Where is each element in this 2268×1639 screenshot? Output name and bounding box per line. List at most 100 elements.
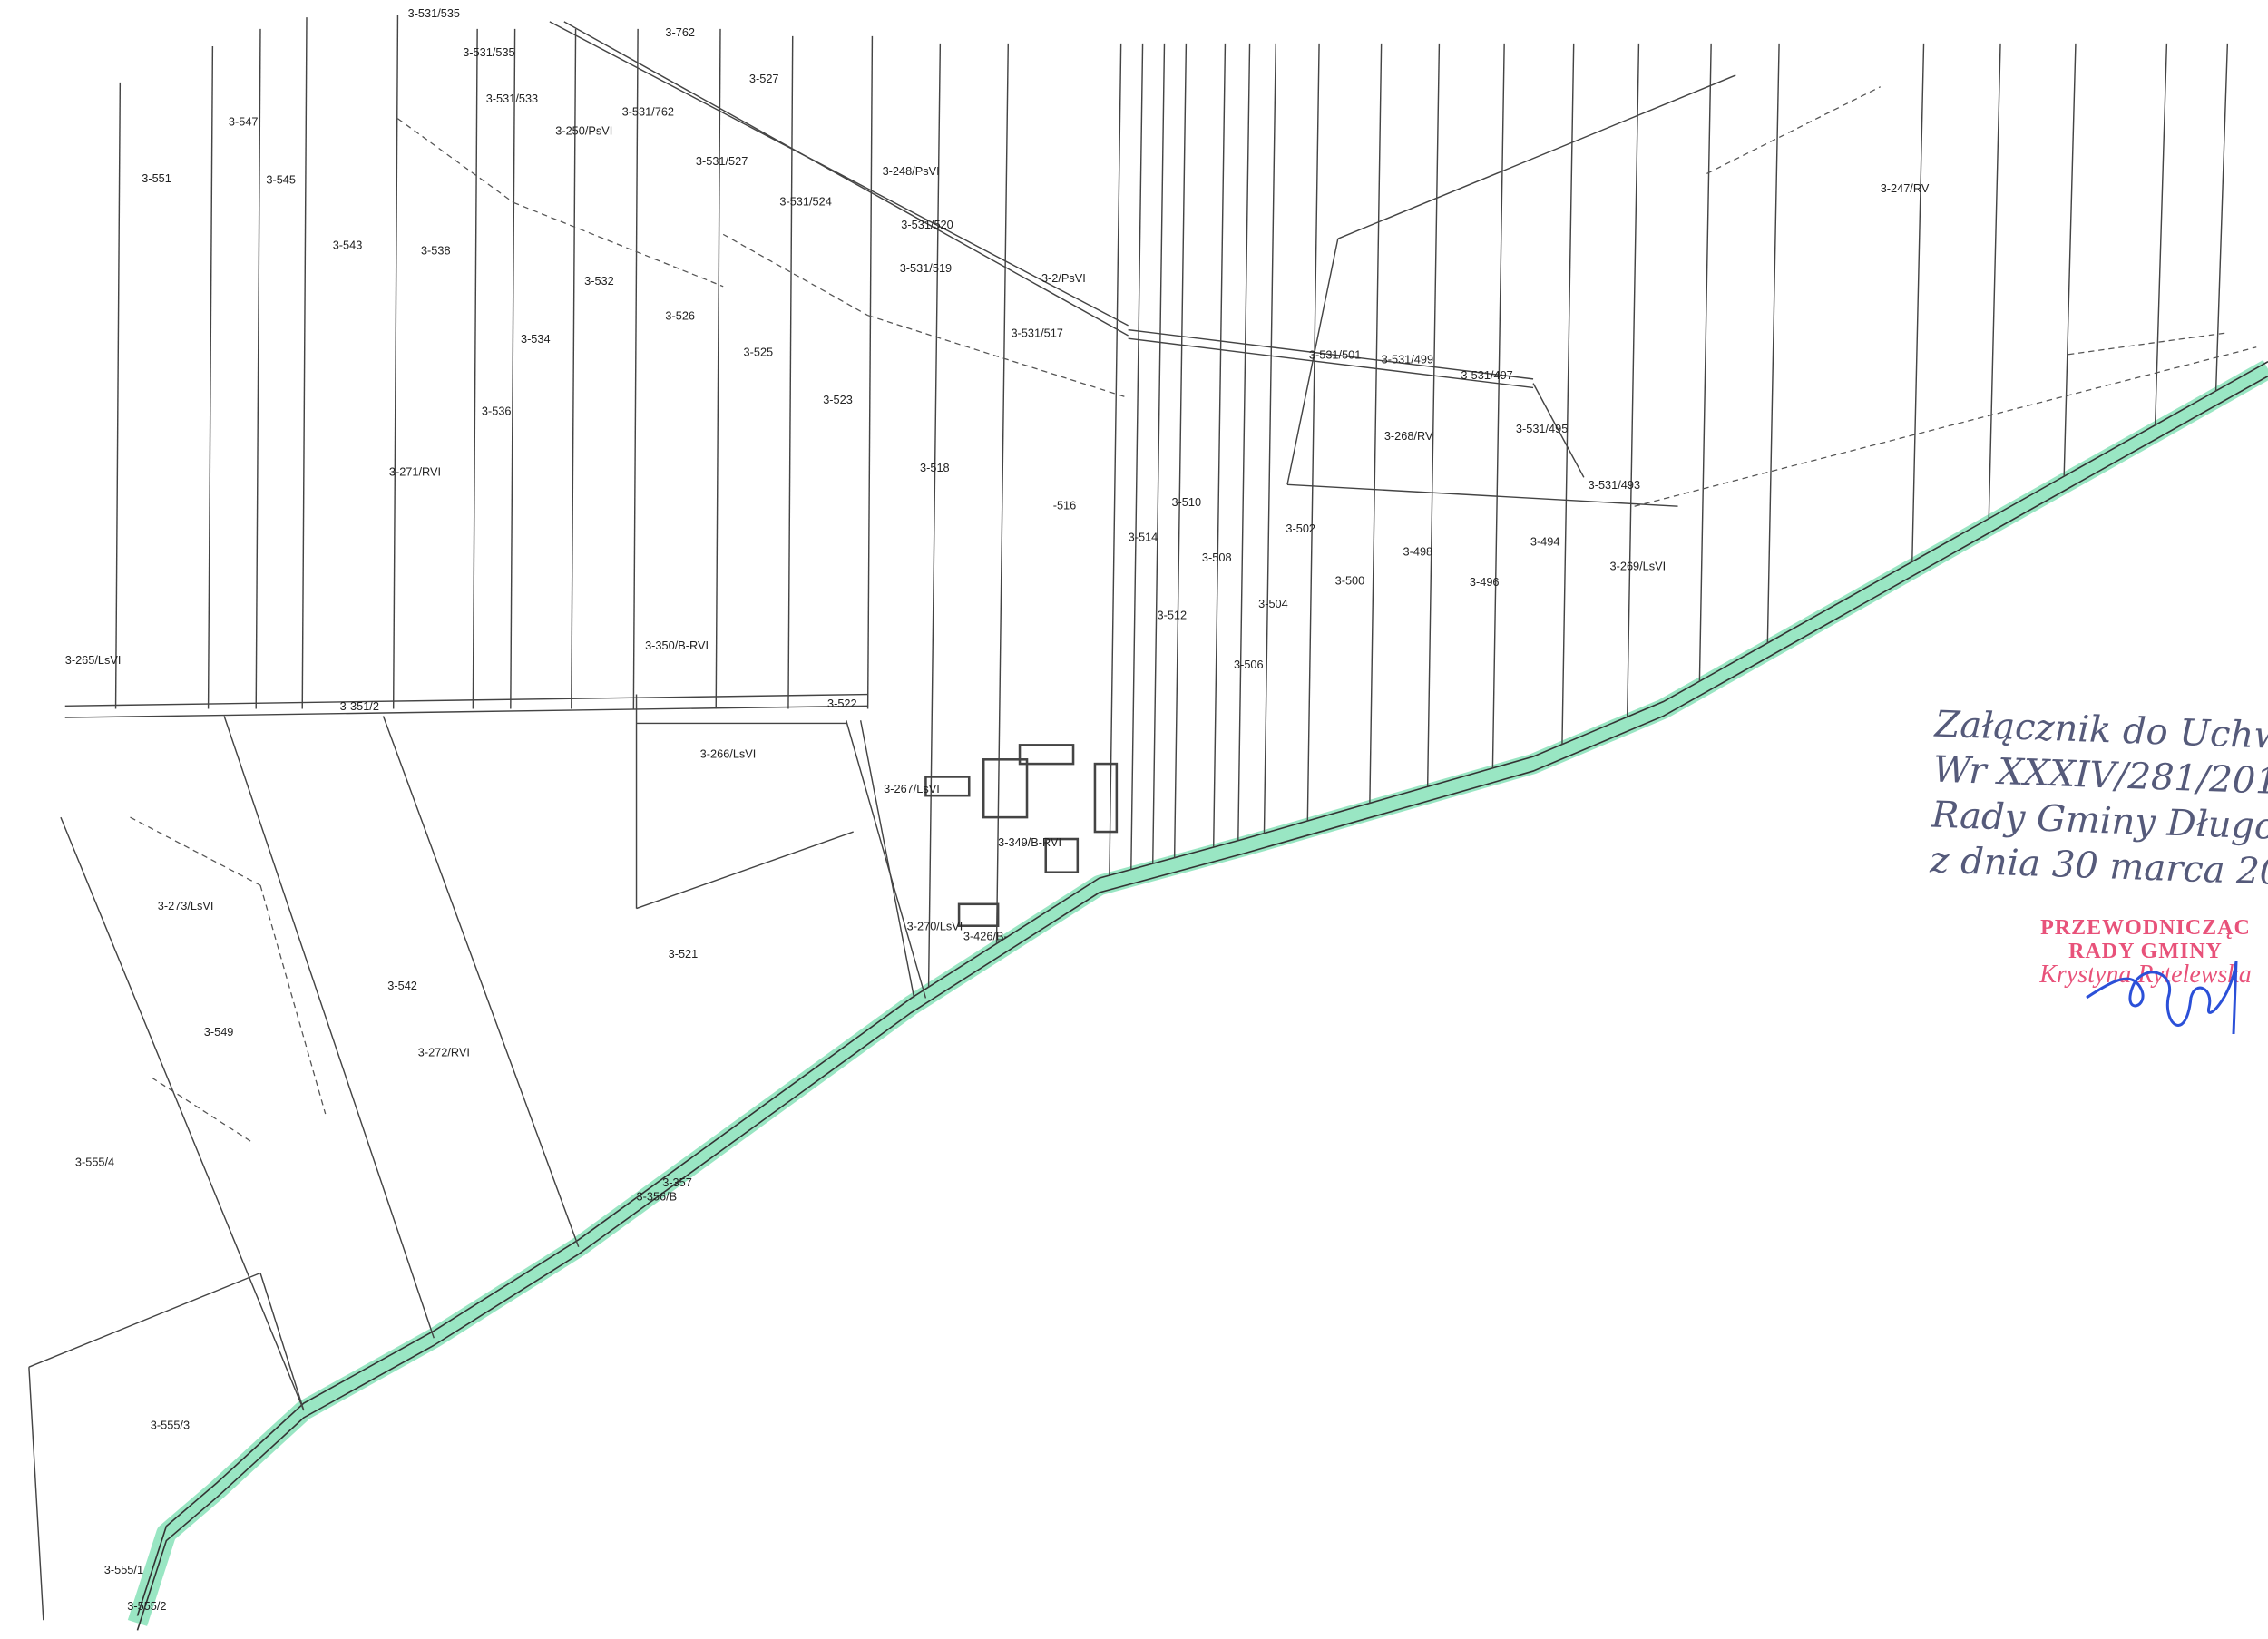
road-edge <box>1128 328 1534 380</box>
parcel-label: 3-267/LsVI <box>884 782 940 795</box>
road-edge-upper <box>136 361 2268 1616</box>
parcel-label: 3-506 <box>1234 658 1264 671</box>
parcel-label: 3-357 <box>662 1176 692 1189</box>
parcel-label: 3-545 <box>266 173 296 187</box>
parcel-label: 3-426/B- <box>963 930 1008 943</box>
road-edge <box>64 705 868 718</box>
parcel-label: 3-762 <box>665 25 695 39</box>
dashed-line <box>1706 86 1881 174</box>
parcel-label: 3-542 <box>387 979 417 992</box>
parcel-label: 3-531/497 <box>1461 368 1512 382</box>
building-outline <box>1044 837 1080 873</box>
parcel-label: 3-250/PsVI <box>555 123 612 137</box>
road-edge <box>563 21 1129 337</box>
parcel-label: 3-350/B-RVI <box>645 639 709 652</box>
stamp-title: PRZEWODNICZĄC <box>2040 916 2251 940</box>
parcel-label: 3-531/535 <box>463 45 514 59</box>
parcel-line <box>472 28 478 709</box>
parcel-line <box>1237 43 1251 841</box>
signature <box>2086 961 2238 1035</box>
parcel-line <box>866 35 874 709</box>
dashed-line <box>867 315 1129 399</box>
boundary-line <box>1286 483 1678 507</box>
parcel-label: 3-265/LsVI <box>65 653 122 667</box>
parcel-label: 3-268/RV <box>1384 429 1433 443</box>
parcel-label: 3-273/LsVI <box>158 899 214 912</box>
parcel-line <box>1491 43 1505 768</box>
parcel-line <box>1911 43 1925 562</box>
parcel-line <box>255 28 261 709</box>
parcel-line <box>1263 43 1276 834</box>
parcel-label: 3-508 <box>1202 551 1232 564</box>
parcel-label: 3-356/B <box>637 1190 678 1204</box>
boundary-line <box>636 831 854 910</box>
boundary-highlight-strip <box>127 359 2268 1626</box>
parcel-line <box>1173 43 1188 858</box>
parcel-label: 3-512 <box>1158 609 1188 622</box>
parcel-label: 3-531/495 <box>1516 422 1568 435</box>
dashed-line <box>130 816 261 886</box>
parcel-line <box>995 43 1010 944</box>
parcel-label: 3-531/520 <box>901 218 953 231</box>
building-outline <box>957 902 1000 927</box>
road-edge <box>1128 337 1534 389</box>
parcel-label: 3-527 <box>749 72 779 85</box>
parcel-label: 3-531/501 <box>1309 348 1361 362</box>
parcel-label: 3-531/499 <box>1382 352 1433 366</box>
building-outline <box>1093 762 1119 834</box>
dashed-boundaries <box>130 86 2257 1144</box>
road-edge <box>549 21 1129 327</box>
parcel-label: 3-514 <box>1129 530 1158 543</box>
parcel-line <box>571 28 577 709</box>
boundary-line <box>28 1367 44 1621</box>
parcel-line <box>2063 43 2077 477</box>
building-outline <box>982 758 1029 819</box>
parcel-label: 3-496 <box>1470 575 1500 589</box>
parcel-line <box>715 28 721 709</box>
parcel-label: 3-531/493 <box>1589 478 1640 492</box>
parcel-line <box>392 14 399 709</box>
handwritten-annotation: Załącznik do Uchwa Wr XXXIV/281/2010 Rad… <box>1930 702 2268 895</box>
parcel-label: 3-555/1 <box>104 1563 143 1576</box>
parcel-label: 3-531/517 <box>1011 327 1062 340</box>
parcel-label: 3-531/533 <box>486 92 538 105</box>
parcel-line <box>1698 43 1712 682</box>
road-edge <box>1532 383 1585 478</box>
parcel-label: 3-531/762 <box>622 105 674 119</box>
parcel-line <box>927 43 942 988</box>
parcel-label: 3-547 <box>229 115 259 129</box>
parcel-line <box>1212 43 1227 848</box>
parcel-line <box>2154 43 2168 425</box>
boundary-line <box>846 720 927 999</box>
parcel-line <box>632 28 639 709</box>
parcel-label: 3-494 <box>1530 534 1560 548</box>
parcel-line <box>1152 43 1166 864</box>
parcel-label: 3-522 <box>827 697 857 710</box>
parcel-line <box>114 82 122 709</box>
parcel-label: 3-555/4 <box>75 1155 114 1168</box>
parcel-label: 3-536 <box>482 405 512 418</box>
road-edge-lower <box>136 375 2268 1631</box>
parcel-line <box>2214 43 2229 392</box>
road-edge <box>64 693 868 707</box>
parcel-label: 3-538 <box>421 244 451 258</box>
boundary-line <box>859 720 915 999</box>
boundary-line <box>382 716 580 1248</box>
parcel-label: 3-534 <box>521 332 551 346</box>
parcel-label: 3-518 <box>920 461 950 474</box>
boundary-line <box>1337 74 1736 239</box>
parcel-label: 3-504 <box>1258 597 1288 610</box>
dashed-line <box>259 884 327 1115</box>
parcel-label: 3-502 <box>1286 522 1315 535</box>
parcel-label: 3-521 <box>669 947 699 961</box>
parcel-boundaries <box>28 14 2229 1621</box>
parcel-line <box>1766 43 1780 643</box>
parcel-label: 3-531/519 <box>900 261 952 275</box>
parcel-label: 3-531/524 <box>779 194 831 208</box>
parcel-label: -516 <box>1053 498 1077 512</box>
parcel-line <box>1130 43 1144 870</box>
parcel-label: 3-272/RVI <box>418 1045 470 1059</box>
parcel-line <box>510 28 516 709</box>
